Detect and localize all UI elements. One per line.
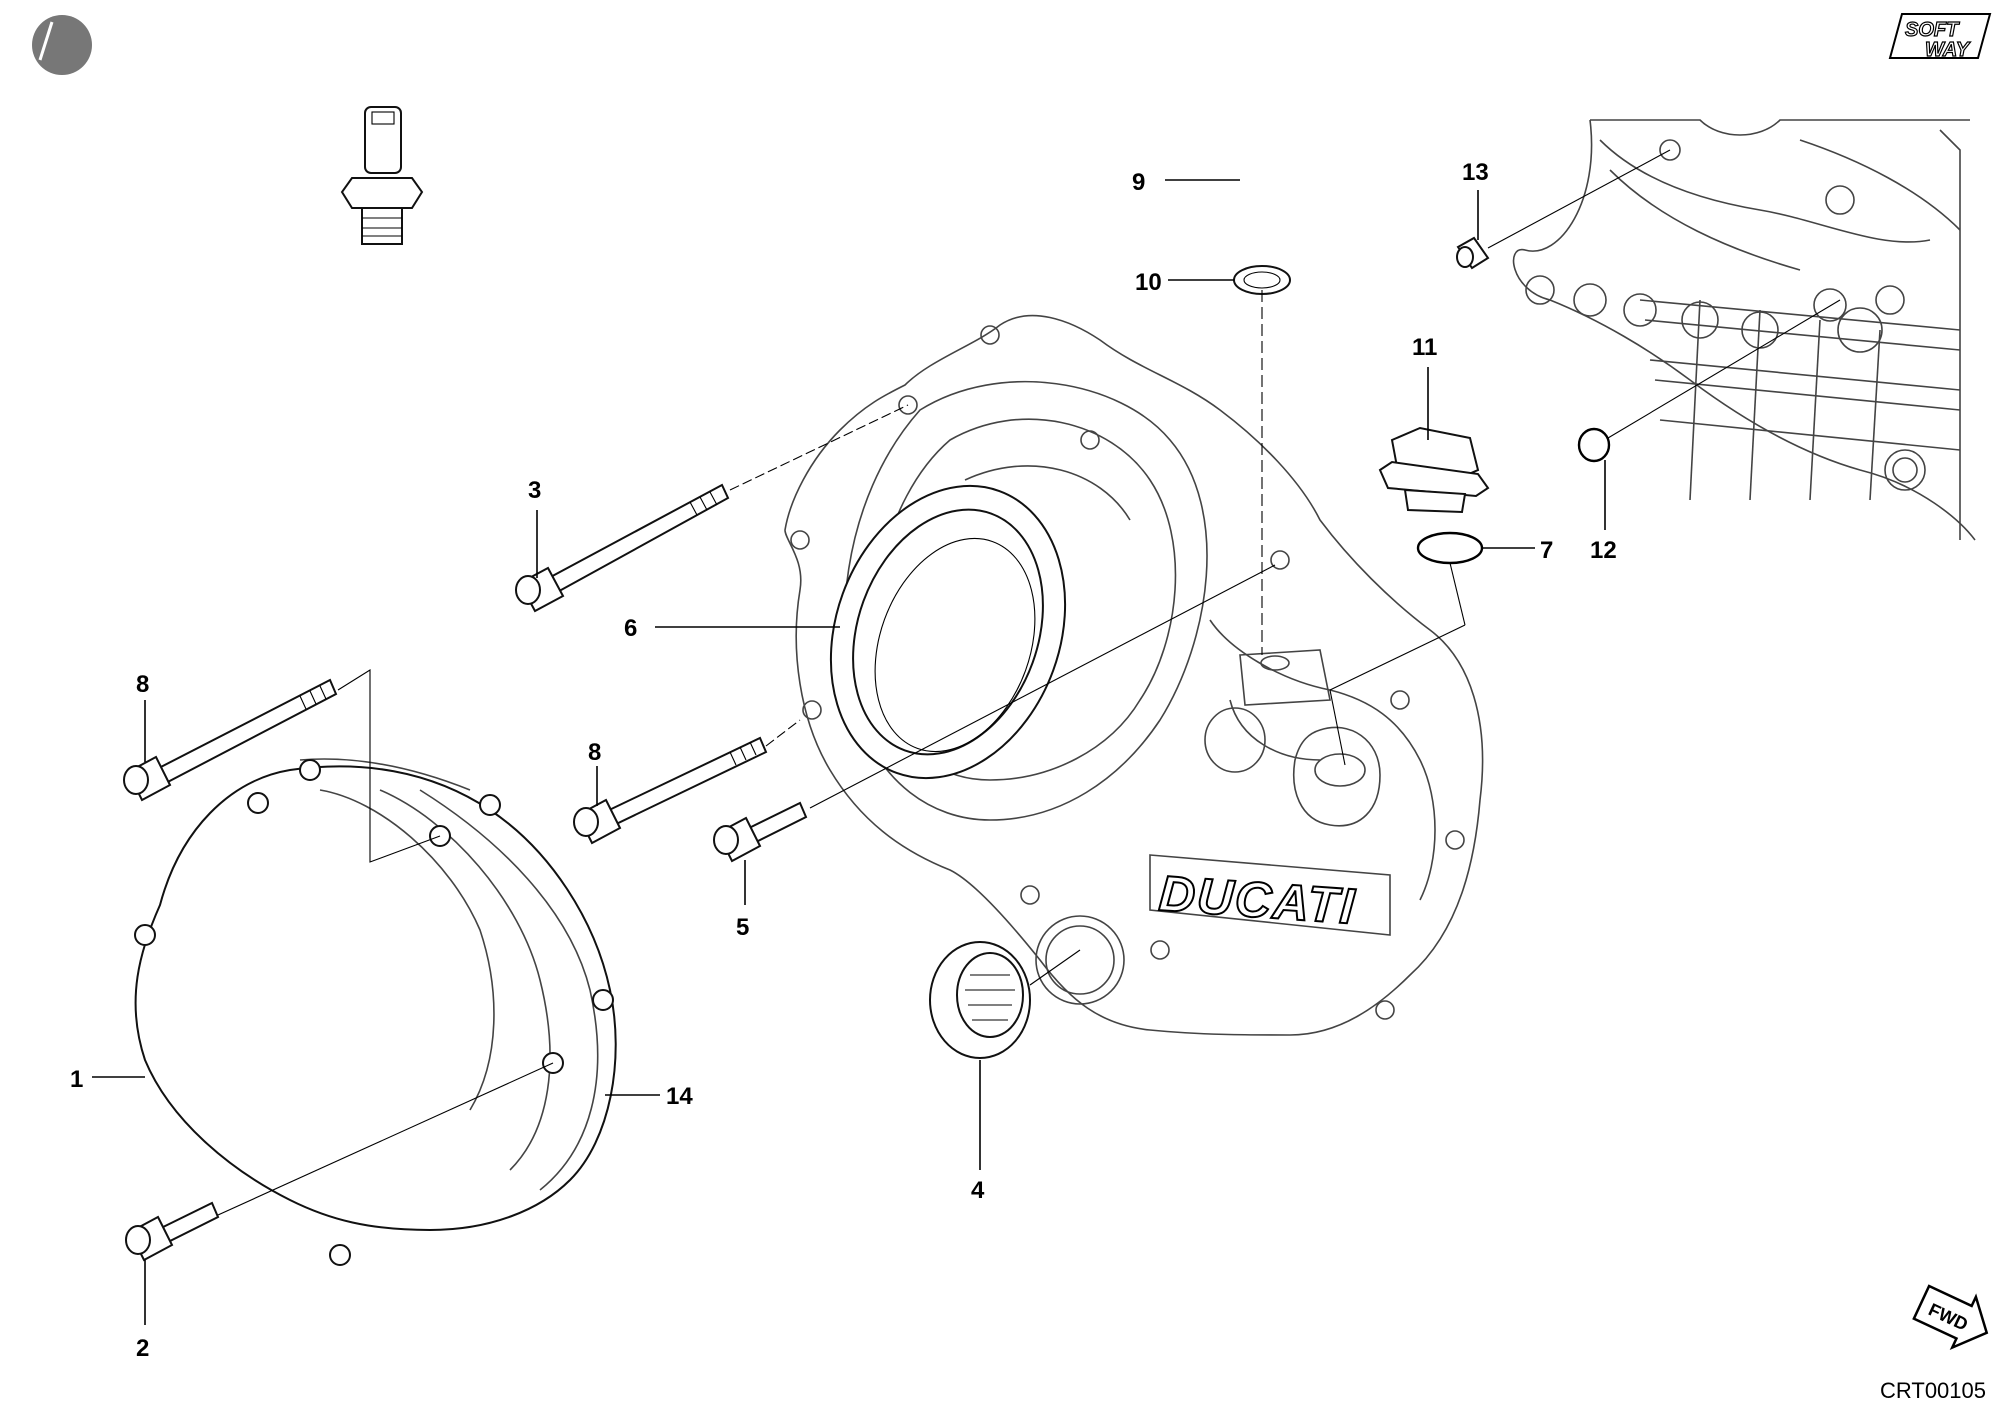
small-oil-seal xyxy=(929,941,1031,1059)
callout-8-middle: 8 xyxy=(588,739,601,766)
bolt-8-left xyxy=(123,678,338,802)
bolt-2 xyxy=(125,1201,220,1262)
svg-text:SOFT: SOFT xyxy=(1905,19,1960,41)
large-oil-seal xyxy=(829,484,1067,780)
o-ring-7 xyxy=(1416,531,1484,565)
o-ring-12 xyxy=(1577,427,1611,463)
oil-filler-plug xyxy=(1378,426,1490,514)
callout-14: 14 xyxy=(666,1083,693,1110)
callout-11: 11 xyxy=(1412,334,1437,361)
sealing-washer xyxy=(1233,265,1291,295)
bolt-3 xyxy=(515,483,730,613)
drawing-code: CRT00105 xyxy=(1880,1378,1986,1403)
corner-seal-icon xyxy=(32,15,92,75)
callout-leaders xyxy=(92,179,1606,1325)
forward-arrow-icon: FWD xyxy=(1912,1284,1989,1351)
callout-10: 10 xyxy=(1135,269,1162,296)
brand-lettering: DUCATI xyxy=(1157,865,1358,935)
temperature-sensor xyxy=(340,106,424,245)
assembly-lines xyxy=(217,149,1841,1216)
callout-4: 4 xyxy=(971,1177,985,1204)
dowel-pin xyxy=(1456,236,1490,270)
bolt-5 xyxy=(713,801,808,863)
callout-12: 12 xyxy=(1590,537,1617,564)
engine-case xyxy=(1512,119,1976,541)
callout-1: 1 xyxy=(70,1066,83,1093)
callout-2: 2 xyxy=(136,1335,149,1362)
bolt-8-middle xyxy=(573,736,768,845)
callout-3: 3 xyxy=(528,477,541,504)
callout-6: 6 xyxy=(624,615,637,642)
callout-7: 7 xyxy=(1540,537,1553,564)
callout-9: 9 xyxy=(1132,169,1145,196)
callout-13: 13 xyxy=(1462,159,1489,186)
callout-8-left: 8 xyxy=(136,671,149,698)
softway-logo: SOFT WAY xyxy=(1888,13,1992,62)
callout-5: 5 xyxy=(736,914,749,941)
clutch-cover-housing xyxy=(784,314,1484,1036)
svg-text:WAY: WAY xyxy=(1925,39,1971,61)
outer-clutch-cover xyxy=(134,758,617,1266)
